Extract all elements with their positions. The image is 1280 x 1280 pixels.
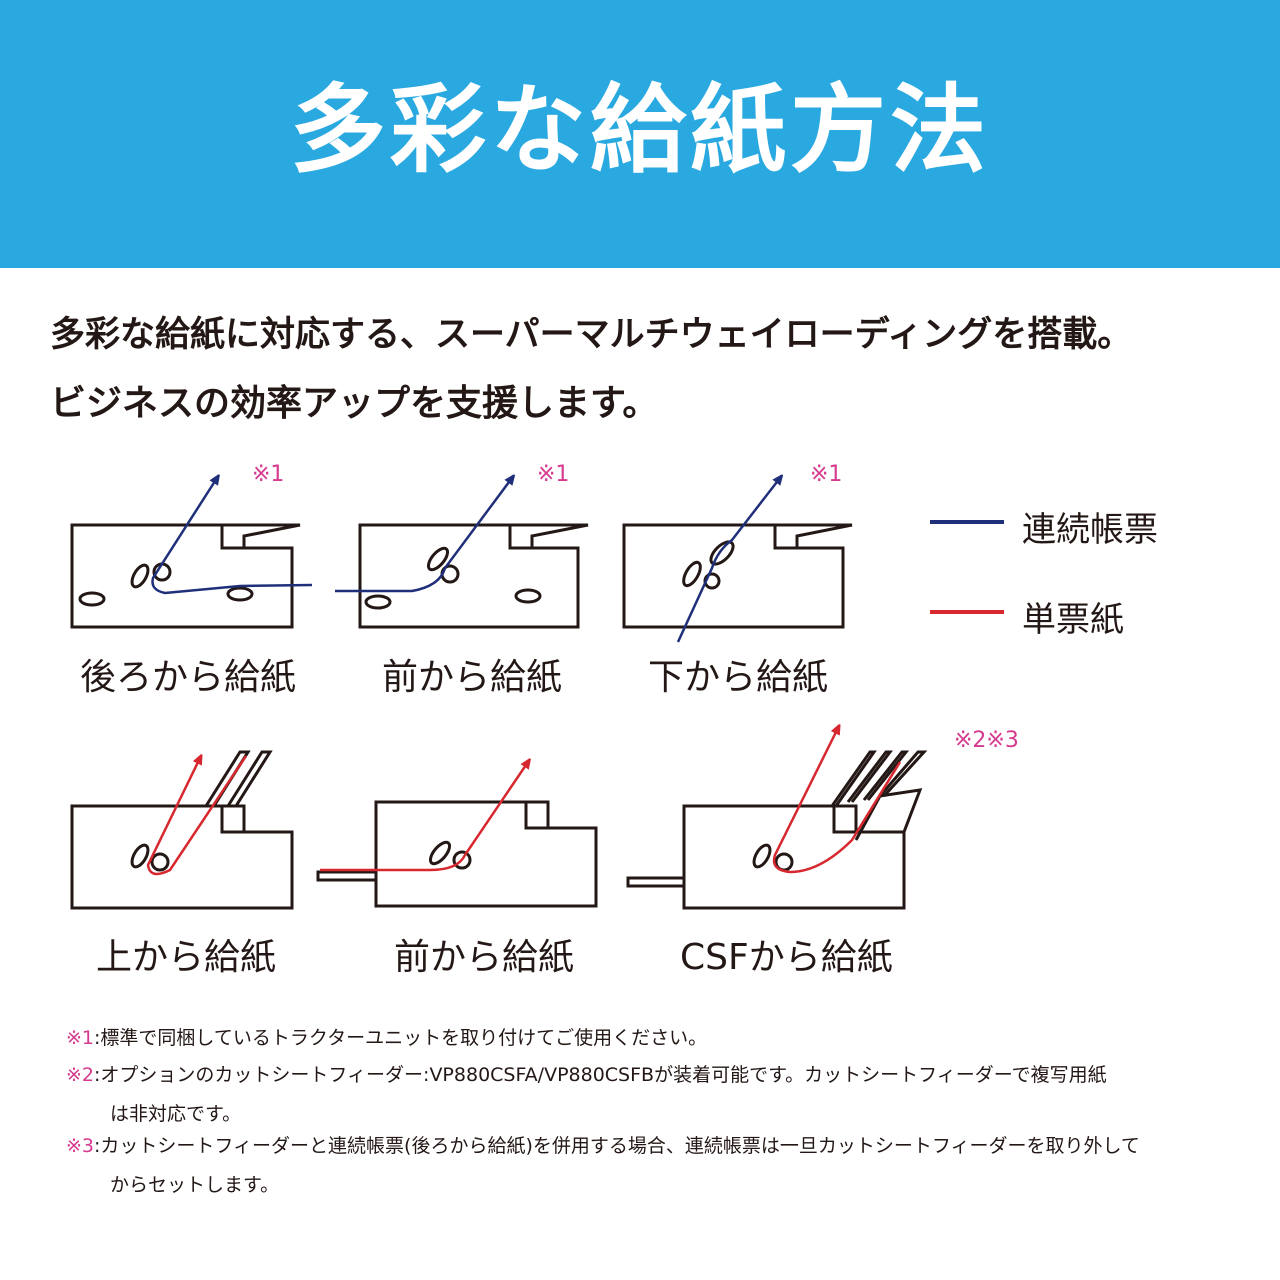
top-feed-path <box>146 756 248 876</box>
paper-feed-diagram <box>70 440 1004 910</box>
printer-top-feed <box>70 750 294 910</box>
note-2-continued: は非対応です。 <box>110 1103 242 1125</box>
note-3-continued: からセットします。 <box>110 1174 280 1196</box>
front-feed-continuous-path <box>335 478 512 593</box>
note-mark-rear: ※1 <box>252 462 285 487</box>
csf-feed-path <box>772 728 902 874</box>
note-2-text: :オプションのカットシートフィーダー:VP880CSFA/VP880CSFBが装… <box>94 1064 1107 1086</box>
note-3: ※3:カットシートフィーダーと連続帳票(後ろから給紙)を併用する場合、連続帳票は… <box>66 1134 1140 1158</box>
printer-bottom-feed <box>622 523 853 629</box>
note-3-text: :カットシートフィーダーと連続帳票(後ろから給紙)を併用する場合、連続帳票は一旦… <box>94 1135 1140 1157</box>
note-1-mark: ※1 <box>66 1027 95 1049</box>
intro-line-2: ビジネスの効率アップを支援します。 <box>50 383 659 424</box>
caption-front-feed-continuous: 前から給紙 <box>382 657 563 698</box>
note-mark-csf: ※2※3 <box>954 728 1019 753</box>
caption-top-feed: 上から給紙 <box>96 937 277 978</box>
caption-bottom-feed: 下から給紙 <box>648 657 829 698</box>
caption-csf-feed: CSFから給紙 <box>680 937 893 978</box>
note-1-text: :標準で同梱しているトラクターユニットを取り付けてご使用ください。 <box>94 1027 708 1049</box>
note-3-mark: ※3 <box>66 1135 95 1157</box>
bottom-feed-path <box>676 478 780 643</box>
note-mark-front: ※1 <box>537 462 570 487</box>
rear-feed-path <box>151 478 313 595</box>
intro-line-1: 多彩な給紙に対応する、スーパーマルチウェイローディングを搭載。 <box>50 315 1133 355</box>
title-banner: 多彩な給紙方法 <box>0 0 1280 268</box>
note-1: ※1:標準で同梱しているトラクターユニットを取り付けてご使用ください。 <box>66 1026 707 1050</box>
legend-continuous-label: 連続帳票 <box>1022 510 1158 550</box>
printer-front-feed-continuous <box>358 523 589 629</box>
note-mark-bottom: ※1 <box>810 462 843 487</box>
note-2-mark: ※2 <box>66 1064 95 1086</box>
page-title: 多彩な給紙方法 <box>290 74 990 186</box>
printer-csf-feed <box>626 750 928 910</box>
caption-rear-feed: 後ろから給紙 <box>80 657 297 698</box>
printer-rear-feed <box>70 523 301 629</box>
caption-front-feed-single: 前から給紙 <box>394 937 575 978</box>
legend-single-label: 単票紙 <box>1022 600 1124 640</box>
note-2: ※2:オプションのカットシートフィーダー:VP880CSFA/VP880CSFB… <box>66 1063 1107 1087</box>
printer-front-feed-single <box>316 800 598 908</box>
front-feed-single-path <box>320 762 528 872</box>
